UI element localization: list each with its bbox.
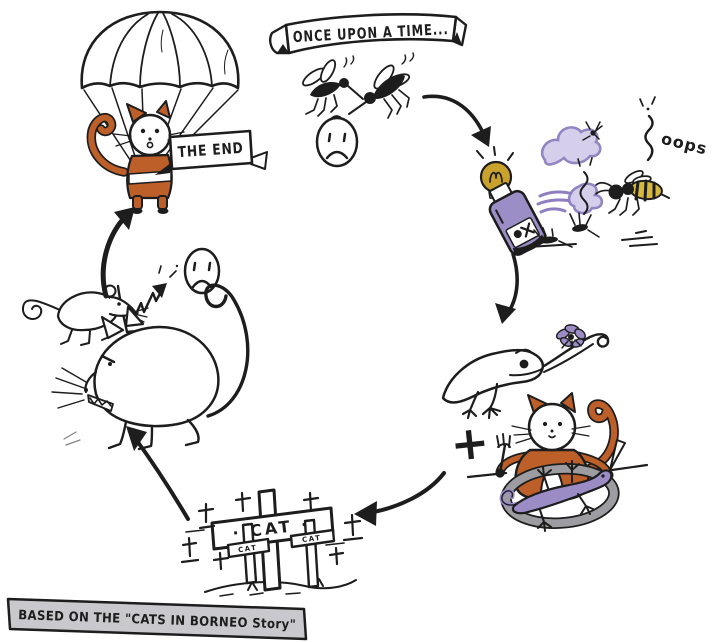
rats-scene (22, 247, 250, 451)
arrow-rats-to-parachute (100, 207, 135, 299)
arrow-cat-to-cemetery (354, 471, 446, 526)
footer-banner: BASED ON THE "CATS IN BORNEO Story" (6, 597, 308, 641)
mosquitoes-scene (302, 52, 415, 168)
mosquito-icon (302, 55, 364, 117)
big-rat-icon (51, 283, 250, 451)
table-line (466, 463, 649, 479)
parachuting-cat-icon (86, 100, 185, 214)
spray-scene: oops (476, 96, 709, 256)
plus-sign: + (448, 414, 492, 472)
grave-cross-main: · CAT · (210, 488, 335, 592)
arrow-cemetery-to-rats (126, 426, 190, 521)
the-end-label: THE END (177, 139, 244, 162)
oops-label: oops (659, 129, 709, 159)
sad-face-icon (315, 115, 359, 168)
insecticide-spray-can-icon (488, 182, 547, 256)
wasp-icon (595, 96, 670, 216)
cat-eating-gecko-scene (466, 392, 649, 532)
arrow-mosquitoes-to-spray (422, 94, 491, 147)
mosquito-icon (348, 52, 415, 119)
grave-cross-left: CAT (226, 522, 271, 585)
grave-cross-icon (180, 491, 364, 571)
gecko-scene (441, 324, 610, 420)
poisoned-mosquito-icon (555, 324, 586, 350)
gecko-icon (441, 333, 610, 420)
cat-cemetery: · CAT · CAT CAT (180, 488, 364, 597)
grave-right-label: CAT (302, 534, 322, 544)
arrow-spray-to-gecko (495, 252, 519, 324)
title-ribbon-banner: ONCE UPON A TIME... (269, 13, 468, 55)
falling-mosquito-icon (569, 157, 600, 238)
grave-left-label: CAT (238, 544, 258, 555)
fork-icon (496, 433, 511, 470)
cooked-gecko-icon (499, 460, 613, 532)
grave-cross-right: CAT (289, 518, 336, 589)
skull-label-icon (505, 217, 546, 254)
falling-mosquito-icon (582, 121, 603, 141)
parachute-cat-scene: THE END (80, 10, 268, 214)
dead-mosquito-icon (527, 227, 658, 248)
spray-cloud-icon (536, 126, 604, 215)
the-end-banner: THE END (155, 129, 268, 175)
